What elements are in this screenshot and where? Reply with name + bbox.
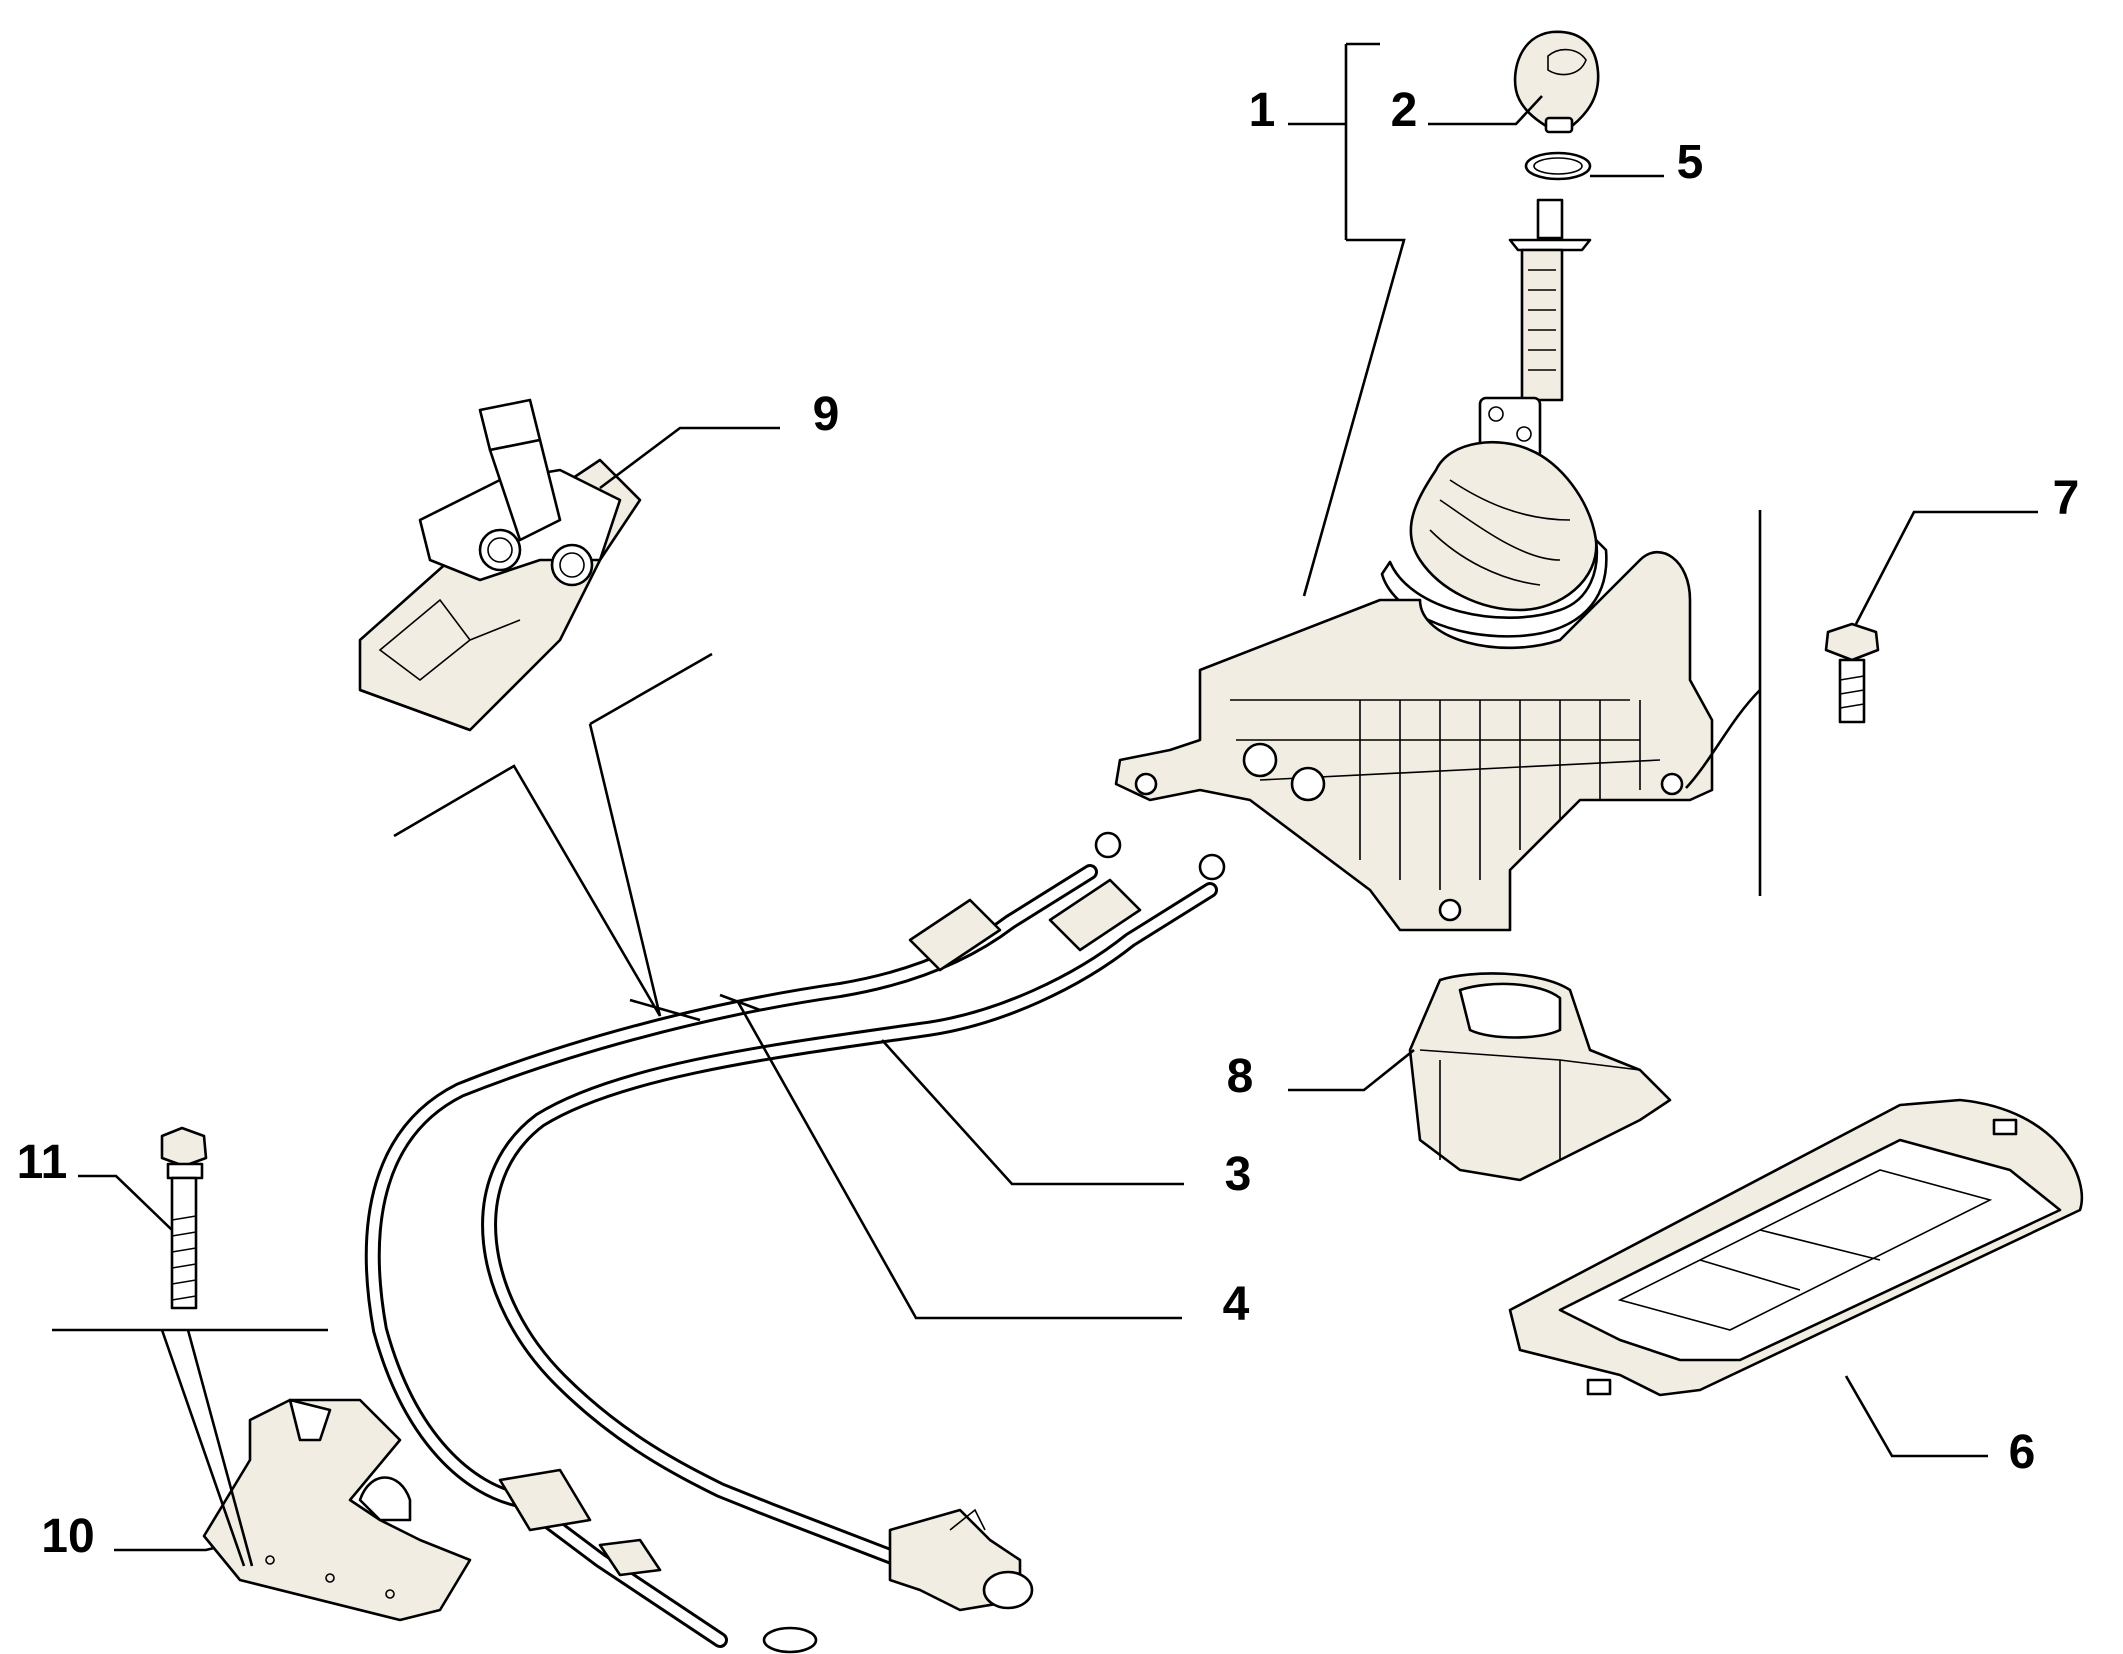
callout-11: 11 [17, 1136, 68, 1189]
part-10-mounting-plate [202, 1398, 472, 1622]
part-1-shifter-housing [1114, 198, 1714, 932]
callout-6: 6 [2009, 1426, 2036, 1479]
callout-labels: 1 2 3 4 5 6 7 8 9 10 11 [17, 84, 2080, 1563]
callout-4: 4 [1223, 1278, 1250, 1331]
callout-5: 5 [1677, 136, 1704, 189]
callout-10: 10 [41, 1510, 94, 1563]
part-7-bolt [1824, 622, 1880, 724]
part-11-bolt [160, 1126, 208, 1310]
part-8-boot [1408, 972, 1672, 1182]
part-9-cable-bracket [358, 398, 642, 732]
callout-7: 7 [2053, 472, 2080, 525]
leader-lines [52, 42, 2038, 1567]
part-3-4-cables [364, 831, 1226, 1654]
callout-8: 8 [1227, 1050, 1254, 1103]
part-2-gear-knob [1513, 30, 1600, 134]
part-6-trim-bezel [1508, 1098, 2084, 1397]
part-5-ring [1524, 151, 1592, 181]
callout-2: 2 [1391, 84, 1418, 137]
callout-9: 9 [813, 388, 840, 441]
callout-1: 1 [1249, 84, 1276, 137]
callout-3: 3 [1225, 1148, 1252, 1201]
